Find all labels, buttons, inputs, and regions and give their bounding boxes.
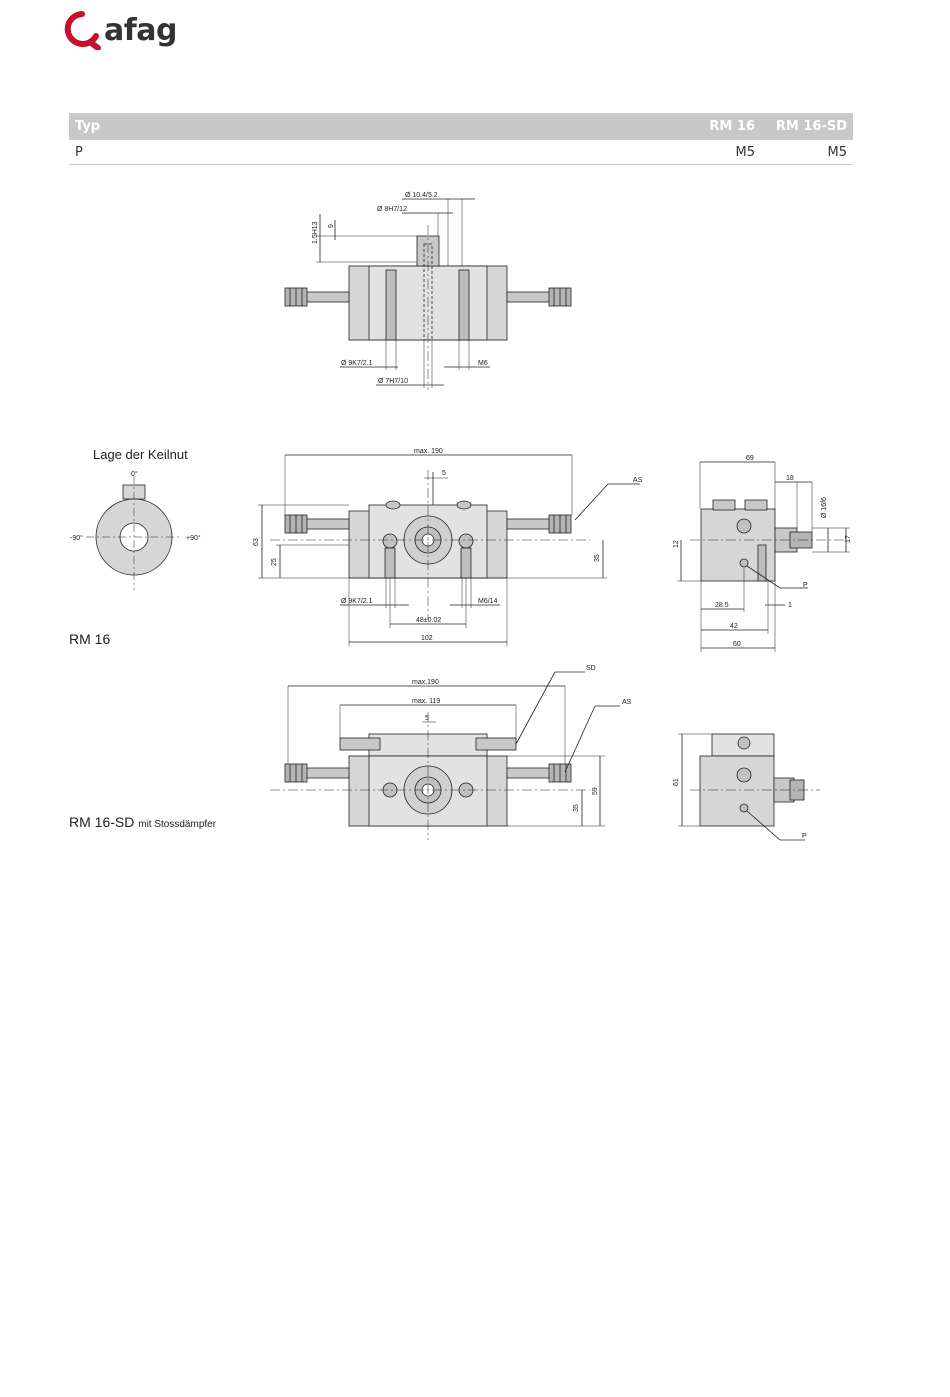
rm16-label: RM 16 — [69, 631, 110, 647]
dim-w69: 69 — [746, 455, 754, 462]
rm16sd-main-label: RM 16-SD — [69, 814, 134, 830]
dim-sd-h59: 59 — [592, 787, 599, 795]
angle-pos90: +90° — [186, 534, 201, 542]
keilnut-title: Lage der Keilnut — [93, 447, 188, 462]
dim-w18: 18 — [786, 475, 794, 482]
dim-sd-max119: max. 119 — [412, 698, 440, 705]
dim-h17: 17 — [845, 535, 852, 543]
dim-sd-as: AS — [622, 699, 632, 706]
dim-w60: 60 — [733, 641, 741, 648]
side-view-drawing — [677, 462, 850, 652]
dim-front-d9k7: Ø 9K7/2.1 — [341, 598, 373, 605]
dim-d8h7: Ø 8H7/12 — [377, 206, 407, 213]
dim-9: 9 — [328, 224, 335, 228]
dim-w102: 102 — [421, 635, 433, 642]
dim-front-m6: M6/14 — [478, 598, 498, 605]
dim-max190: max. 190 — [414, 448, 443, 455]
dim-m6: M6 — [478, 360, 488, 367]
dim-d9k7: Ø 9K7/2.1 — [341, 360, 373, 367]
dim-h35: 35 — [594, 554, 601, 562]
rm16sd-sub-label: mit Stossdämpfer — [138, 819, 216, 830]
dim-sd-h61: 61 — [673, 778, 680, 786]
dim-side-p: P — [803, 582, 808, 589]
dim-15h13: 1.5H13 — [312, 221, 319, 244]
dim-h12: 12 — [673, 540, 680, 548]
dim-h63: 63 — [253, 538, 260, 546]
dim-d16f6: Ø 16f6 — [821, 497, 828, 518]
dim-sd-p: P — [802, 833, 807, 840]
dim-w42: 42 — [730, 623, 738, 630]
sd-front-view-drawing — [270, 672, 620, 840]
dim-d7h7: Ø 7H7/10 — [378, 378, 408, 385]
sd-side-view-drawing — [678, 734, 820, 840]
dim-h25: 25 — [271, 558, 278, 566]
dim-as: AS — [633, 477, 643, 484]
dim-sd-max190: max.190 — [412, 679, 439, 686]
keilnut-drawing — [86, 476, 182, 590]
front-view-drawing — [258, 455, 640, 646]
dim-w1: 1 — [788, 602, 792, 609]
dim-d104: Ø 10.4/5.2 — [405, 192, 438, 199]
dim-w285: 28.5 — [715, 602, 729, 609]
dim-sd-label: SD — [586, 665, 596, 672]
dim-w48: 48±0.02 — [416, 617, 441, 624]
rm16sd-label: RM 16-SD mit Stossdämpfer — [69, 814, 216, 830]
dim-sd-s: 5 — [425, 715, 429, 722]
dim-s: 5 — [442, 470, 446, 477]
angle-0: 0° — [131, 470, 138, 478]
angle-neg90: -90° — [70, 534, 83, 542]
dim-sd-h35: 35 — [573, 804, 580, 812]
